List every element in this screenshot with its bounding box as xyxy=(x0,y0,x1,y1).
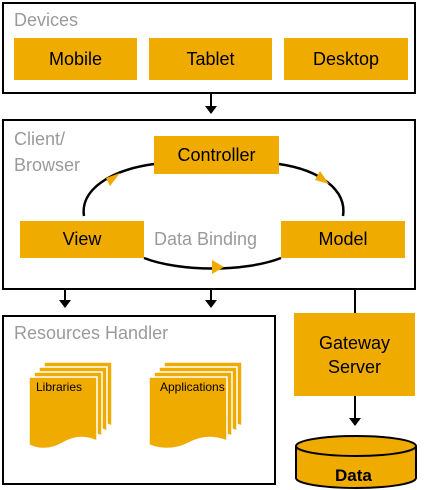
applications-label: Applications xyxy=(160,380,225,394)
client-to-resources-arrowhead-left xyxy=(59,300,71,308)
devices-to-client-arrowhead xyxy=(205,106,217,114)
gateway-to-data-arrowhead xyxy=(349,418,361,426)
desktop-box: Desktop xyxy=(284,38,408,80)
mobile-box: Mobile xyxy=(14,38,137,80)
data-cylinder xyxy=(295,435,417,489)
devices-title: Devices xyxy=(14,10,79,30)
gateway-server-box: Gateway Server xyxy=(294,313,415,396)
client-title-line2: Browser xyxy=(14,155,81,175)
resources-title: Resources Handler xyxy=(14,323,169,343)
cycle-arc-right-top xyxy=(278,162,345,217)
libraries-document-stack xyxy=(28,361,113,450)
cycle-arrow-left xyxy=(106,173,120,186)
cycle-arrow-right xyxy=(315,171,329,184)
client-title-line1: Client/ xyxy=(14,129,66,149)
applications-document-stack xyxy=(148,361,243,450)
libraries-label: Libraries xyxy=(36,380,83,394)
gateway-label-line1: Gateway xyxy=(318,332,391,353)
gateway-label-line2: Server xyxy=(327,356,381,377)
model-box: Model xyxy=(281,221,405,258)
view-box: View xyxy=(20,221,144,258)
cycle-arrow-bottom xyxy=(212,260,224,274)
tablet-box: Tablet xyxy=(149,38,272,80)
data-binding-label: Data Binding xyxy=(154,229,258,249)
client-to-resources-arrowhead-right xyxy=(205,300,217,308)
cycle-arc-left-top xyxy=(82,162,155,217)
data-label: Data xyxy=(335,466,372,485)
controller-box: Controller xyxy=(154,136,279,174)
